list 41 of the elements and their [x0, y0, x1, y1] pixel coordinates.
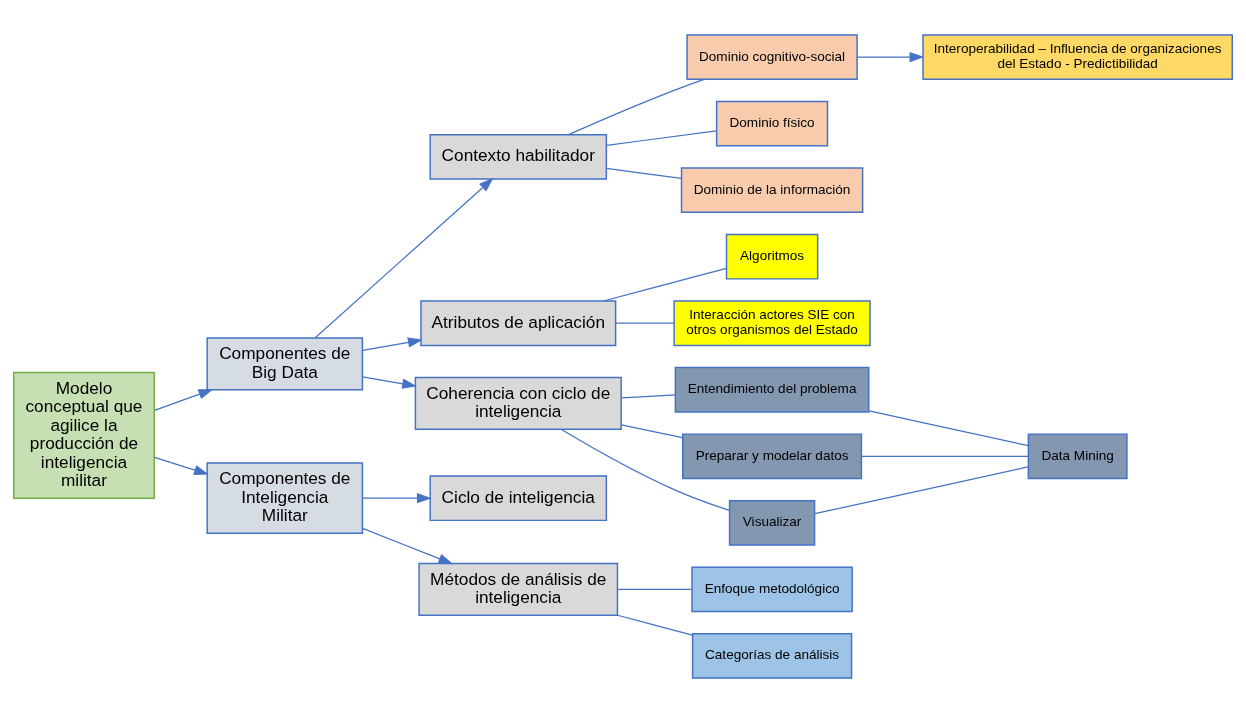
- connector: [868, 409, 1029, 446]
- node-box: Algoritmos: [725, 233, 819, 280]
- connector: [606, 129, 717, 146]
- arrow: [153, 456, 209, 475]
- node-box: Dominio cognitivo-social: [686, 33, 858, 80]
- node-box: Dominio de la información: [680, 166, 864, 213]
- node-box: Contexto habilitador: [429, 133, 608, 180]
- node-box: Componentes de Inteligencia Militar: [206, 461, 364, 534]
- node-box: Entendimiento del problema: [674, 366, 870, 413]
- node-box: Ciclo de inteligencia: [429, 474, 608, 521]
- connector: [861, 455, 1029, 457]
- connector: [606, 167, 682, 179]
- node-box: Modelo conceptual que agilice la producción de inteligencia militar: [13, 371, 155, 499]
- node-box: Categorías de análisis: [691, 632, 853, 679]
- arrow: [362, 492, 432, 503]
- connector: [616, 614, 693, 636]
- node-box: Data Mining: [1027, 432, 1128, 479]
- node-box: Interoperabilidad – Influencia de organizaciones del Estado - Predictibilidad: [922, 33, 1233, 80]
- arrow: [362, 527, 454, 564]
- connector: [617, 588, 693, 590]
- arrow: [362, 336, 423, 351]
- connector: [615, 322, 675, 324]
- arrow: [362, 375, 417, 389]
- node-box: Visualizar: [728, 499, 816, 546]
- arrow: [856, 51, 925, 62]
- node-box: Enfoque metodológico: [691, 565, 853, 612]
- connector: [567, 78, 705, 135]
- node-box: Atributos de aplicación: [420, 299, 617, 346]
- arrow: [153, 388, 214, 411]
- connector: [602, 267, 728, 302]
- node-box: Coherencia con ciclo de inteligencia: [414, 376, 622, 430]
- node-box: Interacción actores SIE con otros organismos del Estado: [673, 299, 871, 346]
- connector: [620, 423, 684, 438]
- connector: [560, 428, 730, 511]
- arrow: [314, 177, 494, 338]
- connector: [620, 393, 676, 398]
- connector: [814, 465, 1029, 514]
- node-box: Dominio físico: [715, 100, 829, 147]
- node-box: Componentes de Big Data: [206, 336, 364, 390]
- node-box: Preparar y modelar datos: [682, 432, 863, 479]
- node-box: Métodos de análisis de inteligencia: [418, 562, 619, 616]
